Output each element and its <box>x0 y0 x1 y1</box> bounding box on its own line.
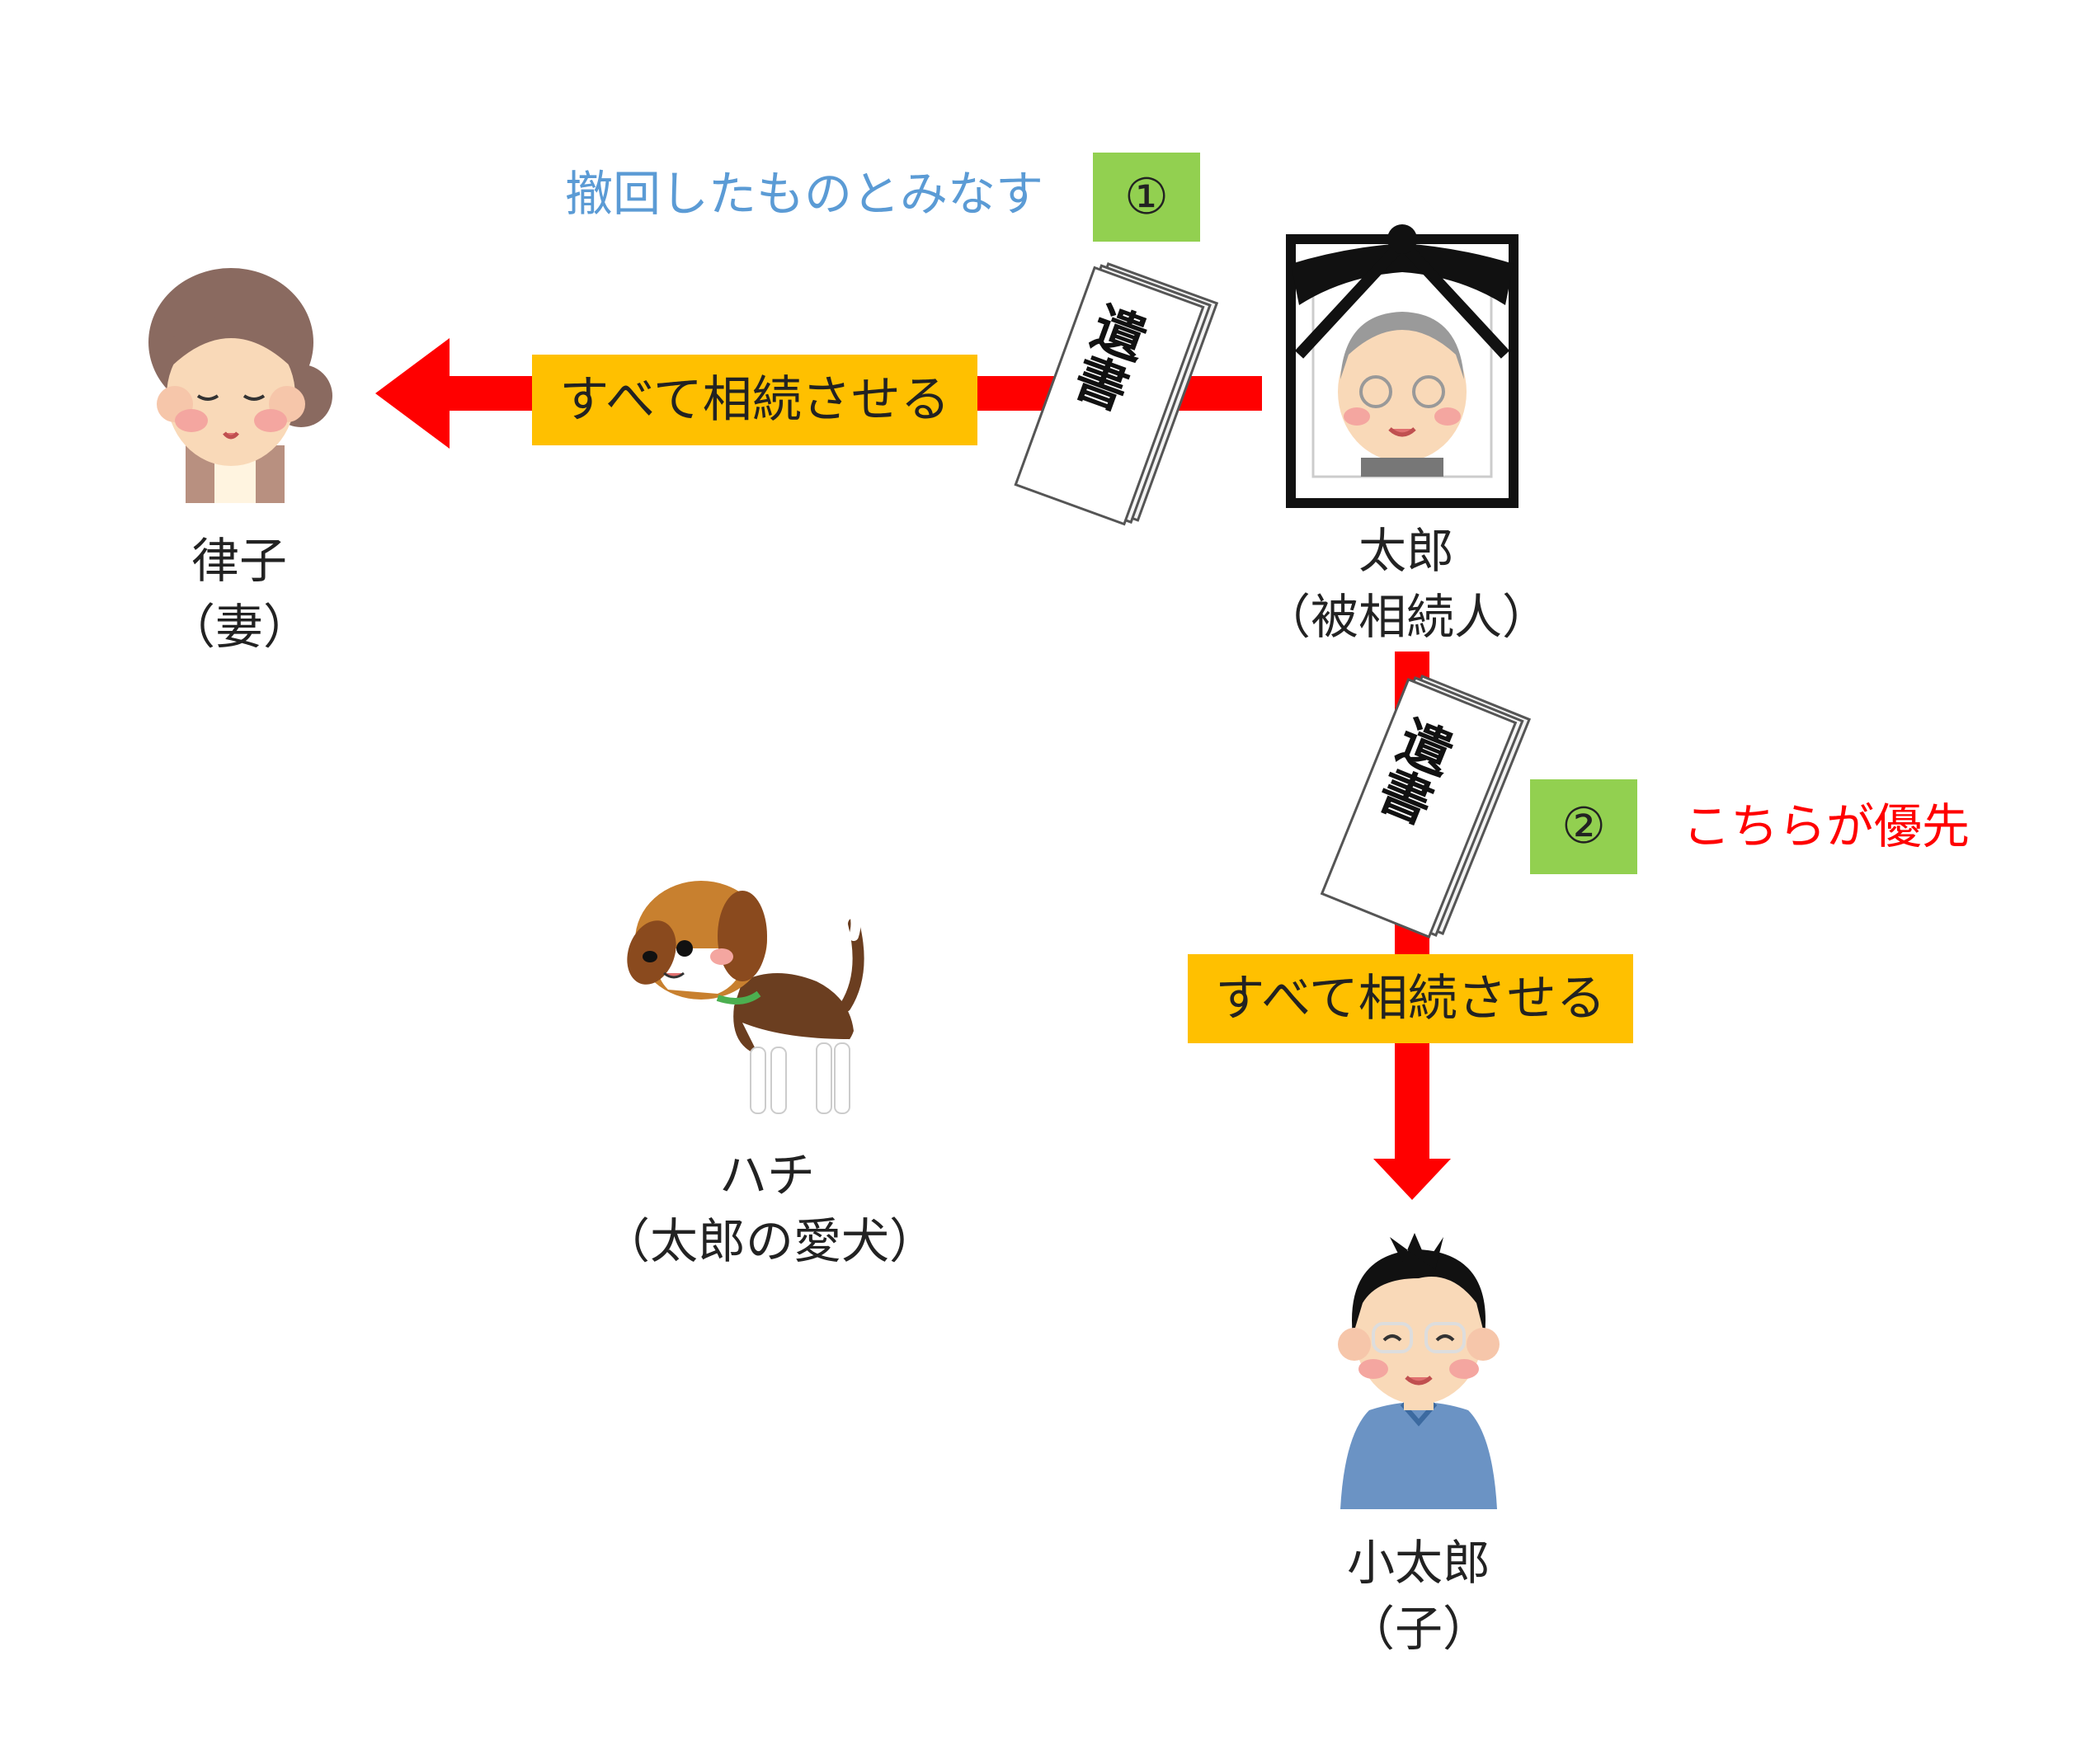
deceased-name: 太郎 <box>1358 523 1454 579</box>
will-number-2: ② <box>1530 779 1637 874</box>
deceased-relation: （被相続人） <box>1262 589 1550 645</box>
will-document-1 <box>1014 261 1219 526</box>
child-illustration <box>1338 1233 1500 1509</box>
deceased-portrait <box>1286 224 1518 508</box>
child-relation: （子） <box>1346 1601 1490 1657</box>
will-2-label: すべて相続させる <box>1188 954 1633 1043</box>
dog-illustration <box>627 881 864 1114</box>
wife-relation: （妻） <box>167 599 311 655</box>
dog-name: ハチ <box>718 1147 815 1203</box>
will-document-2 <box>1320 674 1532 939</box>
dog-relation: （太郎の愛犬） <box>602 1213 938 1269</box>
will-number-1: ① <box>1093 153 1200 242</box>
will-1-label: すべて相続させる <box>532 355 977 445</box>
revoked-note: 撤回したものとみなす <box>565 166 1044 222</box>
child-name: 小太郎 <box>1346 1535 1490 1591</box>
priority-note: こちらが優先 <box>1683 798 1971 854</box>
wife-illustration <box>148 268 332 503</box>
wife-name: 律子 <box>191 533 287 589</box>
